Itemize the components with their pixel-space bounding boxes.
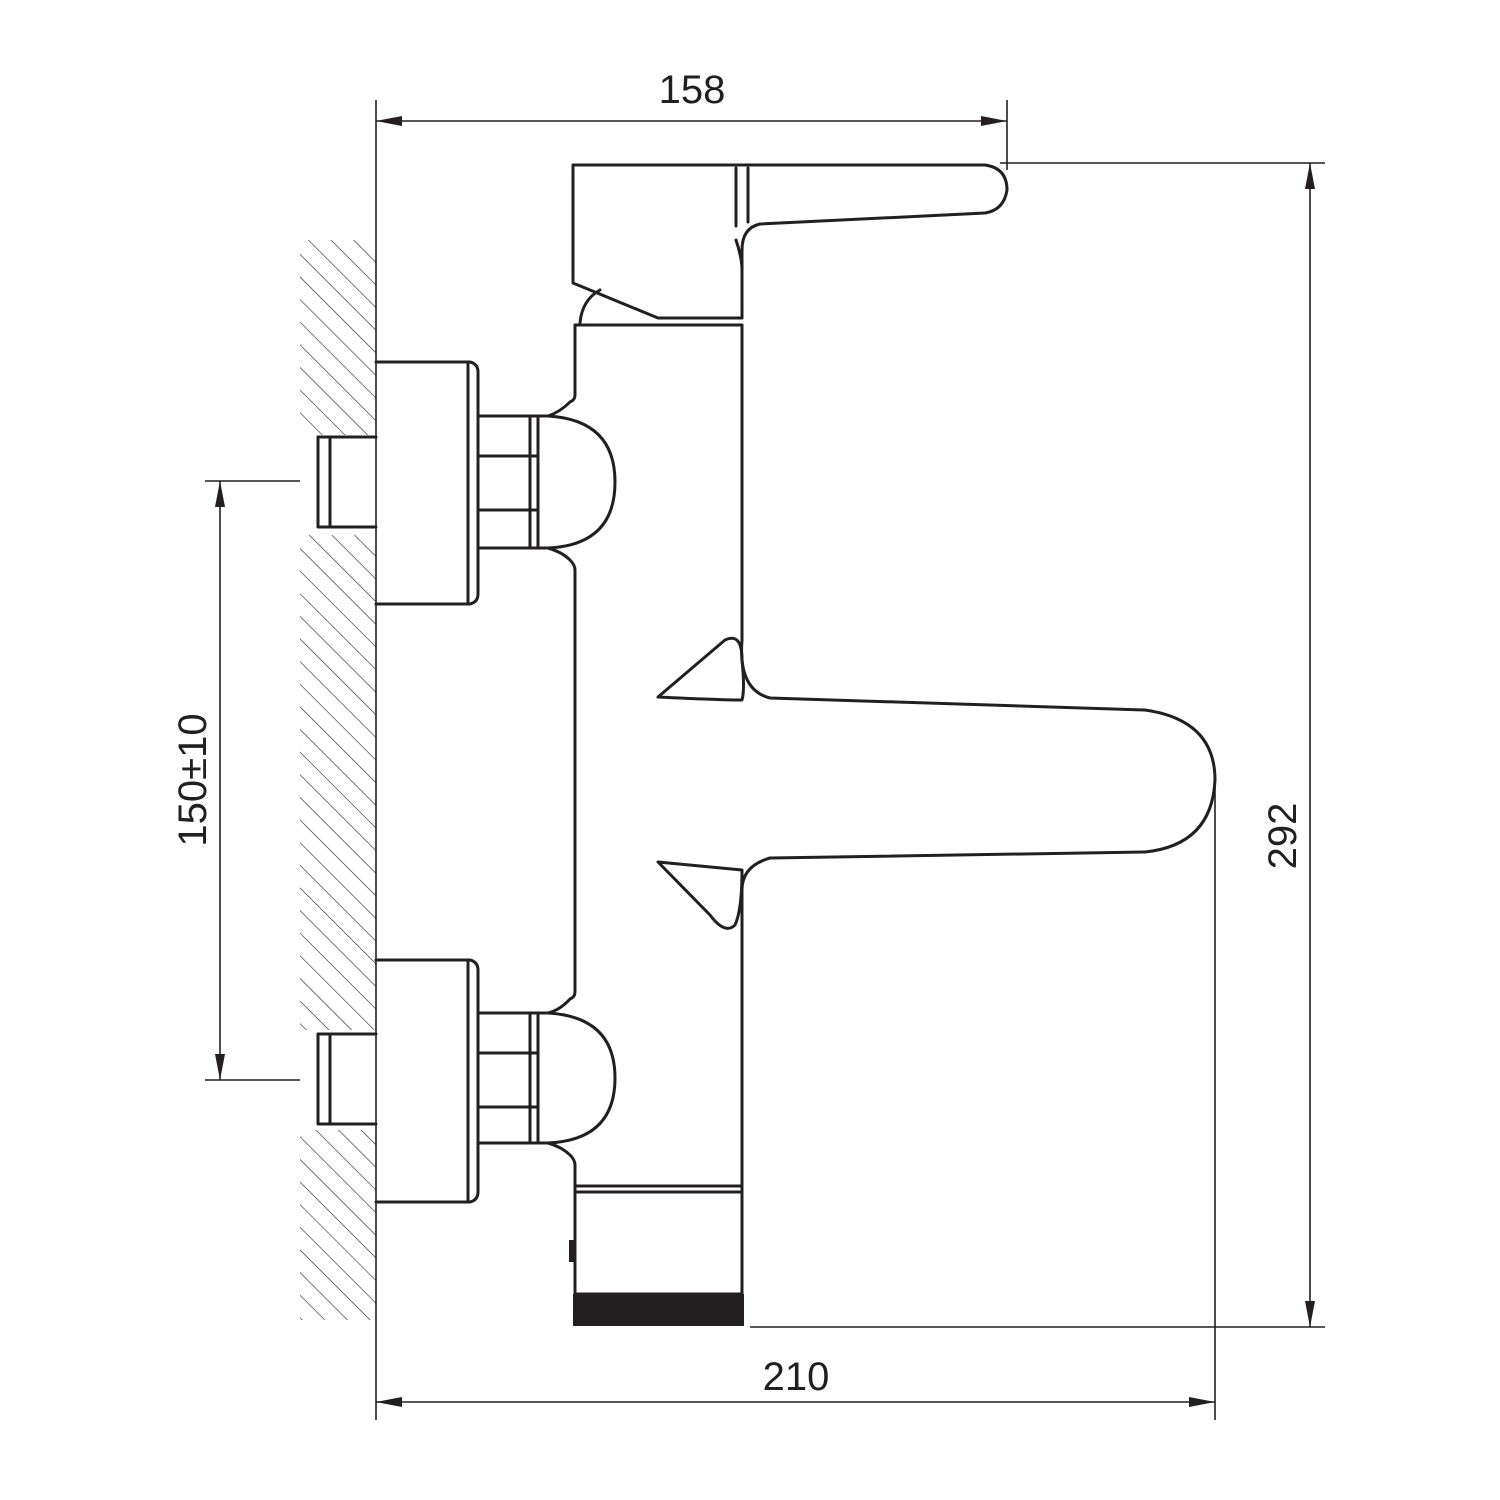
dimension-top-width-label: 158 <box>659 68 726 112</box>
lower-inlet <box>316 958 617 1204</box>
lever-handle <box>571 163 1009 325</box>
upper-inlet <box>316 360 617 606</box>
wall-hatching <box>300 100 377 1420</box>
dimension-overall-depth: 210 <box>376 775 1216 1420</box>
dimension-inlet-spacing: 150±10 <box>171 480 300 1081</box>
diverter-outlet <box>569 1184 744 1326</box>
dimension-overall-height: 292 <box>750 162 1325 1328</box>
dimension-top-width: 158 <box>376 68 1008 170</box>
dimension-overall-height-label: 292 <box>1261 803 1305 870</box>
dimension-overall-depth-label: 210 <box>763 1355 830 1399</box>
spout <box>656 636 1217 930</box>
faucet-body <box>536 323 744 1188</box>
dimension-inlet-spacing-label: 150±10 <box>171 713 215 846</box>
